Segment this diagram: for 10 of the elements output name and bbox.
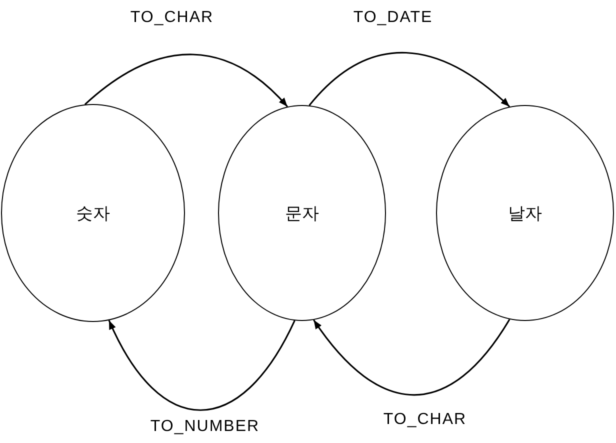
- node-label: 날자: [508, 202, 542, 224]
- node-label: 숫자: [76, 202, 110, 224]
- curved-arrow: [308, 52, 510, 108]
- curved-arrow: [84, 54, 288, 108]
- curved-arrow: [108, 320, 296, 411]
- circle-node: [436, 105, 614, 321]
- circle-node: [218, 105, 386, 321]
- circle-node: [1, 104, 185, 322]
- curved-arrow: [313, 318, 510, 396]
- node-label: 문자: [285, 202, 319, 224]
